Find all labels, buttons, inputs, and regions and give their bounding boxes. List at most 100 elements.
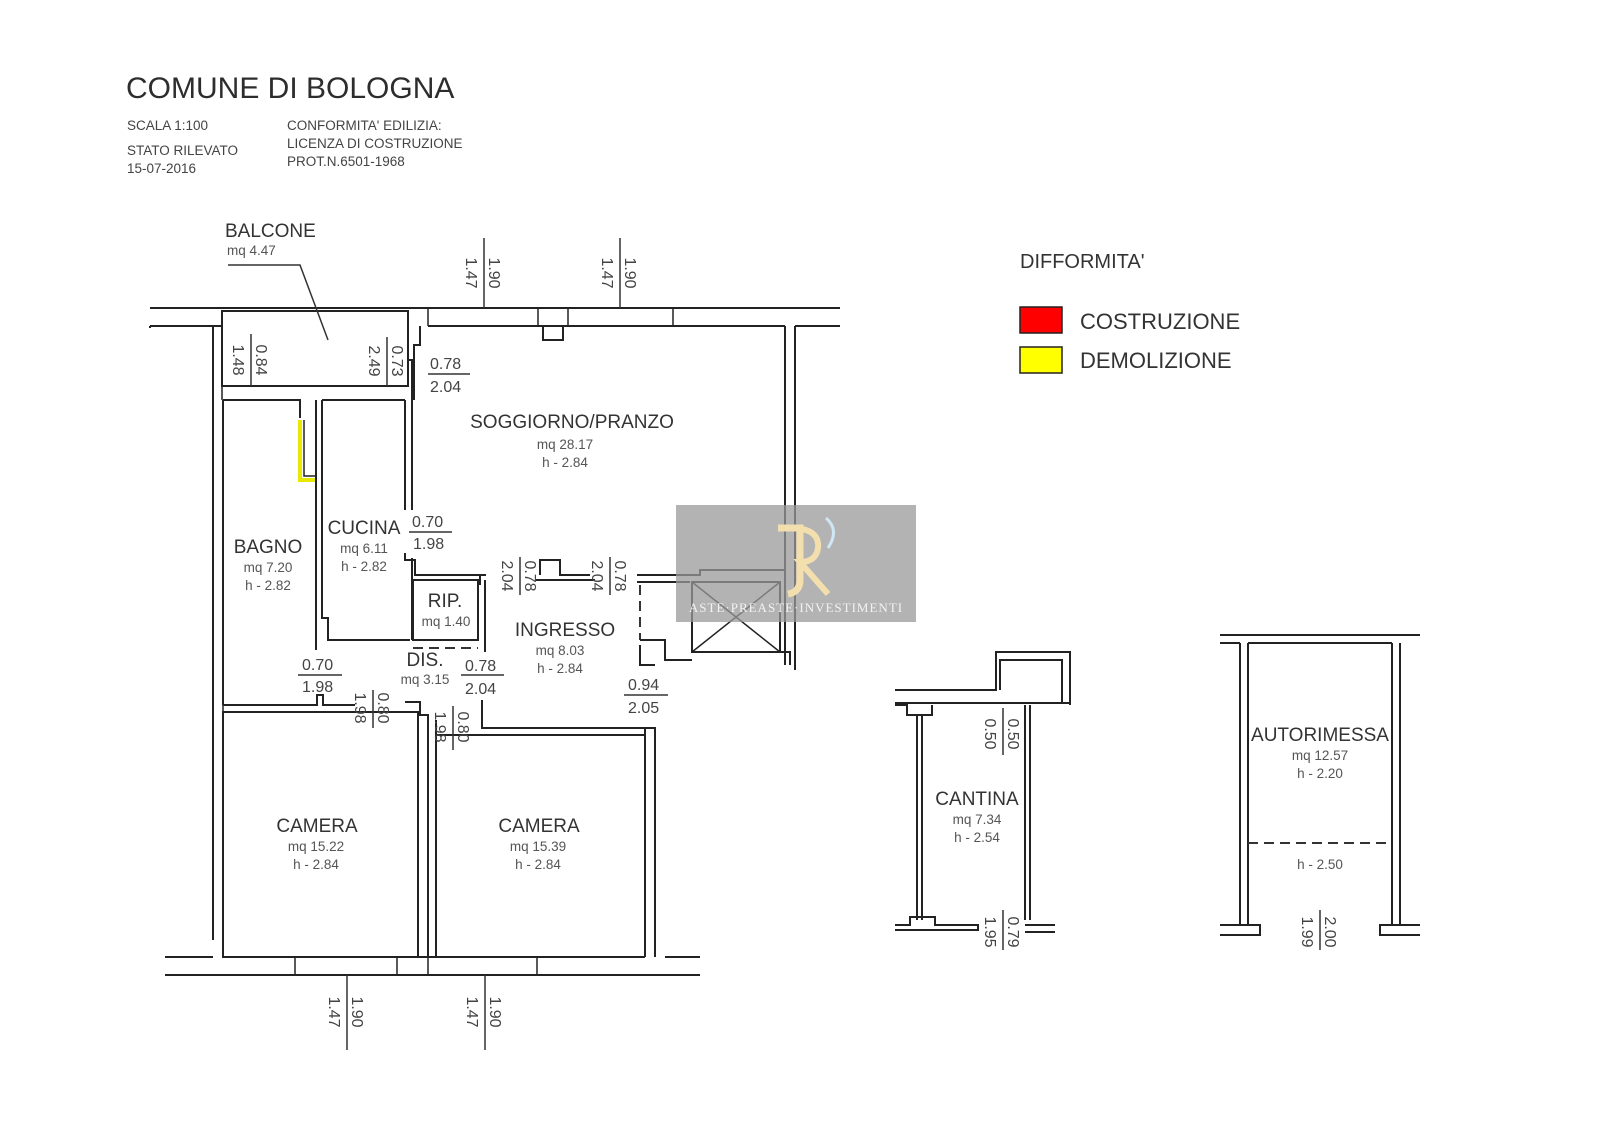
legend-label-costruzione: COSTRUZIONE: [1080, 309, 1240, 334]
dim-top-window-1: 1.90 1.47: [462, 238, 502, 308]
room-name-camera-1: CAMERA: [276, 816, 358, 837]
balcone-leader-line: [228, 264, 329, 341]
dimension-value-top: 0.80: [454, 711, 471, 742]
dimension-value-top: 0.78: [521, 560, 538, 591]
cantina-walls: [895, 651, 1071, 933]
dimension-value-bottom: 1.95: [981, 916, 998, 947]
dim-bottom-window-2: 1.90 1.47: [463, 975, 503, 1050]
dim-ingresso-right: 0.78 2.04: [588, 557, 628, 595]
state-label: STATO RILEVATO: [127, 143, 238, 158]
dimension-value-bottom: 1.47: [462, 257, 479, 288]
dimension-value-bottom: 2.04: [498, 560, 515, 591]
legend-label-demolizione: DEMOLIZIONE: [1080, 348, 1232, 373]
room-name-autorimessa: AUTORIMESSA: [1251, 725, 1389, 746]
dim-top-window-2: 1.90 1.47: [598, 238, 638, 308]
dimension-value-top: 0.84: [252, 344, 269, 375]
room-height-ingresso: h - 2.84: [537, 661, 583, 676]
legend-swatch-costruzione: [1019, 306, 1063, 334]
room-height-soggiorno: h - 2.84: [542, 455, 588, 470]
room-area-cantina: mq 7.34: [953, 812, 1002, 827]
page-title: COMUNE DI BOLOGNA: [126, 72, 454, 105]
dimension-value-top: 0.80: [374, 692, 391, 723]
legend-title: DIFFORMITA': [1020, 251, 1145, 273]
room-name-bagno: BAGNO: [234, 537, 303, 558]
room-height-cantina: h - 2.54: [954, 830, 1000, 845]
watermark-logo-r: [789, 525, 831, 596]
room-height-camera-1: h - 2.84: [293, 857, 339, 872]
svg-text:0.78: 0.78: [430, 356, 461, 373]
conformity-line-1: CONFORMITA' EDILIZIA:: [287, 118, 442, 133]
dimension-value-top: 0.78: [611, 560, 628, 591]
room-name-balcone: BALCONE: [225, 221, 316, 242]
room-area-bagno: mq 7.20: [244, 560, 293, 575]
room-area-camera-2: mq 15.39: [510, 839, 566, 854]
dim-soggiorno-door: 0.78 2.04: [428, 356, 470, 396]
svg-text:2.05: 2.05: [628, 700, 659, 717]
dimension-value-top: 1.90: [485, 257, 502, 288]
dimension-value-bottom: 1.48: [229, 344, 246, 375]
room-name-camera-2: CAMERA: [498, 816, 580, 837]
dimension-value-top: 0.79: [1004, 916, 1021, 947]
svg-text:2.04: 2.04: [465, 681, 496, 698]
room-area-balcone: mq 4.47: [227, 243, 276, 258]
survey-date: 15-07-2016: [127, 161, 196, 176]
dim-cucina-door: 0.70 1.98: [409, 514, 452, 553]
dimension-value-top: 1.90: [486, 996, 503, 1027]
dimension-value-bottom: 1.98: [431, 711, 448, 742]
dimension-value-bottom: 1.99: [1298, 916, 1315, 947]
dimension-value-top: 0.73: [388, 345, 405, 376]
svg-text:1.98: 1.98: [302, 679, 333, 696]
dimension-value-bottom: 2.04: [588, 560, 605, 591]
dim-dis-door: 0.78 2.04: [461, 658, 504, 698]
room-area-dis: mq 3.15: [401, 672, 450, 687]
room-name-rip: RIP.: [428, 591, 463, 612]
room-name-cantina: CANTINA: [935, 789, 1019, 810]
dim-camera-1-door: 0.80 1.98: [351, 690, 391, 728]
dimension-value-bottom: 1.47: [598, 257, 615, 288]
dimension-value-bottom: 1.47: [325, 996, 342, 1027]
dim-bagno-door: 0.70 1.98: [298, 657, 342, 696]
dim-bottom-window-1: 1.90 1.47: [325, 975, 365, 1050]
legend-swatch-demolizione: [1019, 346, 1063, 374]
apartment-walls: [149, 307, 840, 976]
room-area-soggiorno: mq 28.17: [537, 437, 593, 452]
dim-balcone-right: 0.73 2.49: [365, 337, 405, 386]
dimension-value-bottom: 0.50: [981, 718, 998, 749]
dim-camera-2-door: 0.80 1.98: [431, 706, 471, 750]
room-name-cucina: CUCINA: [328, 518, 401, 539]
room-area-rip: mq 1.40: [422, 614, 471, 629]
dim-entry-door: 0.94 2.05: [624, 677, 668, 717]
dim-cantina-top: 0.500.50: [981, 708, 1021, 755]
legend: DIFFORMITA' COSTRUZIONE DEMOLIZIONE: [1019, 251, 1240, 374]
demolition-highlight: [298, 420, 315, 482]
room-area-autorimessa: mq 12.57: [1292, 748, 1348, 763]
dim-autorimessa-bottom: 2.00 1.99: [1298, 910, 1338, 950]
svg-text:0.78: 0.78: [465, 658, 496, 675]
svg-text:0.94: 0.94: [628, 677, 659, 694]
room-area-cucina: mq 6.11: [340, 541, 388, 556]
svg-text:1.98: 1.98: [413, 536, 444, 553]
room-area-ingresso: mq 8.03: [536, 643, 585, 658]
scale-label: SCALA 1:100: [127, 118, 208, 133]
dim-balcone-left: 0.84 1.48: [229, 334, 269, 386]
watermark-logo-j: [778, 524, 804, 598]
dimension-value-bottom: 1.98: [351, 692, 368, 723]
svg-text:0.70: 0.70: [302, 657, 333, 674]
room-height-bagno: h - 2.82: [245, 578, 291, 593]
watermark-logo-swoosh: [824, 516, 835, 549]
dimension-value-top: 1.90: [348, 996, 365, 1027]
dimension-value-bottom: 2.49: [365, 345, 382, 376]
room-name-ingresso: INGRESSO: [515, 620, 615, 641]
dimension-value-top: 2.00: [1321, 916, 1338, 947]
svg-text:0.70: 0.70: [412, 514, 443, 531]
room-height-autorimessa: h - 2.20: [1297, 766, 1343, 781]
room-name-dis: DIS.: [407, 650, 444, 671]
room-height2-autorimessa: h - 2.50: [1297, 857, 1343, 872]
dimension-value-bottom: 1.47: [463, 996, 480, 1027]
room-name-soggiorno: SOGGIORNO/PRANZO: [470, 412, 674, 433]
dim-cantina-bottom: 0.79 1.95: [981, 910, 1021, 950]
dim-ingresso-left: 0.78 2.04: [498, 557, 538, 595]
dimension-value-top: 1.90: [621, 257, 638, 288]
conformity-line-3: PROT.N.6501-1968: [287, 154, 405, 169]
